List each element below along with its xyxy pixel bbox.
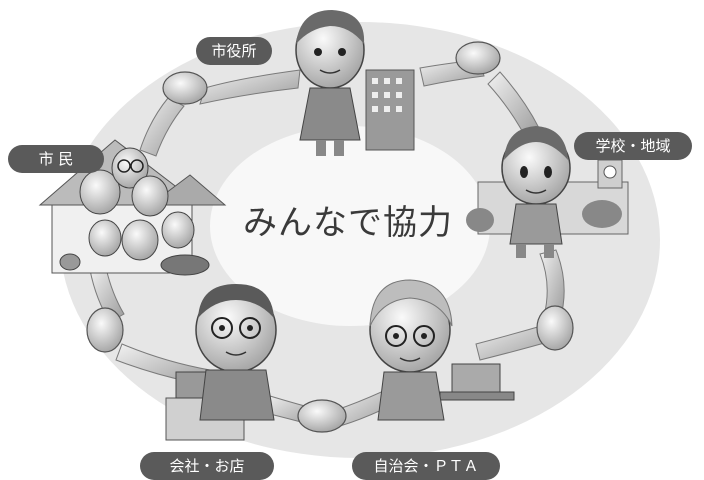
center-disc xyxy=(210,126,490,326)
label-city-hall: 市役所 xyxy=(196,37,272,65)
arm-citizens-down xyxy=(89,267,125,323)
official-body xyxy=(299,87,361,141)
handshake-left xyxy=(86,307,124,353)
handshake-bottom xyxy=(297,399,347,433)
center-title: みんなで協力 xyxy=(243,203,453,243)
company-figure xyxy=(165,284,277,441)
pta-laptop xyxy=(451,363,501,393)
arm-citizens-up xyxy=(139,97,185,157)
handshakes xyxy=(86,41,574,433)
handshake-right xyxy=(536,305,574,351)
city-hall-figure xyxy=(295,10,415,156)
label-company: 会社・お店 xyxy=(140,452,274,480)
office-computer xyxy=(175,371,207,399)
label-citizens: 市 民 xyxy=(8,145,104,173)
arm-cityhall-left xyxy=(199,69,301,105)
label-pta: 自治会・ＰＴＡ xyxy=(352,452,500,480)
label-school: 学校・地域 xyxy=(574,132,692,160)
handshake-top-left xyxy=(162,71,208,105)
citizens-figure xyxy=(38,139,227,276)
pta-figure xyxy=(369,279,515,421)
school-figure xyxy=(466,126,629,258)
handshake-top-right xyxy=(455,41,501,75)
arm-pta-right xyxy=(475,323,556,361)
